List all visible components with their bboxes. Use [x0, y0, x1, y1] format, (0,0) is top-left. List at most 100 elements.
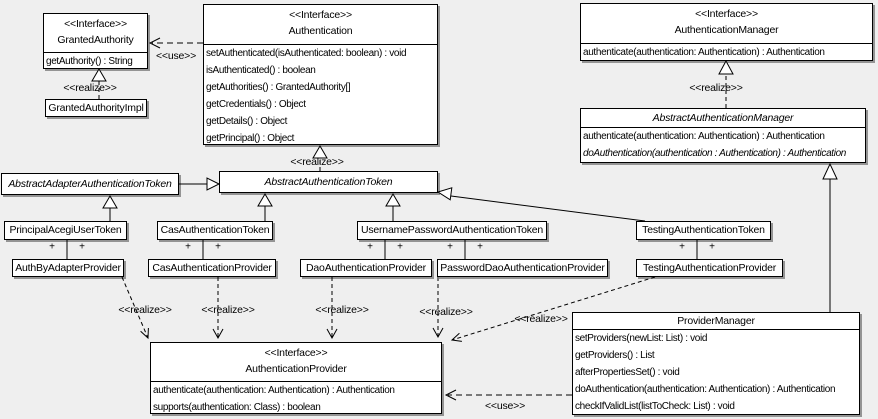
class-abstract-adapter-authentication-token: AbstractAdapterAuthenticationToken	[1, 173, 179, 195]
class-dao-authentication-provider: DaoAuthenticationProvider	[300, 259, 432, 277]
class-name: AbstractAdapterAuthenticationToken	[8, 178, 172, 190]
edge-generalization-testing-token-to-abstract-token	[436, 187, 646, 222]
realize-label: <<realize>>	[689, 82, 743, 94]
edge-realize-authbyadapter-to-authentication-provider	[121, 276, 149, 340]
method: getAuthorities() : GrantedAuthority[]	[206, 82, 351, 93]
class-authentication: <<Interface>> Authentication setAuthenti…	[203, 4, 438, 145]
methods-compartment: authenticate(authentication: Authenticat…	[151, 381, 441, 413]
association-plus: +	[709, 241, 715, 253]
method: authenticate(authentication: Authenticat…	[583, 47, 825, 58]
realize-label: <<realize>>	[419, 306, 473, 318]
use-label: <<use>>	[484, 400, 526, 412]
class-provider-manager: ProviderManager setProviders(newList: Li…	[572, 312, 860, 415]
realize-label: <<realize>>	[63, 82, 117, 94]
association-plus: +	[49, 241, 55, 253]
class-header: AbstractAuthenticationManager	[581, 109, 865, 124]
method: doAuthentication(authentication: Authent…	[575, 384, 836, 395]
class-granted-authority: <<Interface>> GrantedAuthority getAuthor…	[43, 13, 148, 69]
association-plus: +	[477, 241, 483, 253]
method: getCredentials() : Object	[206, 99, 306, 110]
edge-generalization-provider-manager-to-abstract-manager	[822, 162, 838, 312]
edge-realize-abstract-manager-to-authentication-manager	[718, 59, 734, 108]
stereotype-label: <<Interface>>	[64, 18, 127, 30]
methods-compartment: authenticate(authentication: Authenticat…	[581, 43, 872, 60]
class-granted-authority-impl: GrantedAuthorityImpl	[45, 99, 147, 117]
method-abstract: doAuthentication(authentication : Authen…	[583, 148, 847, 159]
class-name: GrantedAuthorityImpl	[48, 102, 144, 114]
association-plus: +	[679, 241, 685, 253]
method: setProviders(newList: List) : void	[575, 333, 708, 344]
realize-label: <<realize>>	[315, 304, 369, 316]
class-name: AuthByAdapterProvider	[15, 262, 121, 274]
method: authenticate(authentication: Authenticat…	[583, 131, 825, 142]
association-plus: +	[447, 241, 453, 253]
class-authentication-provider: <<Interface>> AuthenticationProvider aut…	[150, 342, 442, 414]
methods-compartment: authenticate(authentication: Authenticat…	[581, 127, 865, 162]
class-username-password-authentication-token: UsernamePasswordAuthenticationToken	[357, 221, 547, 240]
class-name: ProviderManager	[677, 315, 755, 327]
class-header: <<Interface>> AuthenticationProvider	[151, 343, 441, 375]
association-plus: +	[367, 241, 373, 253]
stereotype-label: <<Interface>>	[289, 9, 352, 21]
class-header: <<Interface>> AuthenticationManager	[581, 4, 872, 36]
method: getDetails() : Object	[206, 116, 288, 127]
class-name: AuthenticationProvider	[245, 363, 347, 375]
stereotype-label: <<Interface>>	[695, 8, 758, 20]
edge-realize-passworddao-provider-to-authentication-provider	[432, 277, 444, 339]
edge-generalization-usernamepassword-to-abstract-token	[385, 193, 401, 221]
use-label: <<use>>	[155, 50, 197, 62]
class-name: DaoAuthenticationProvider	[306, 262, 426, 274]
method: getAuthority() : String	[46, 56, 133, 67]
class-name: Authentication	[288, 25, 353, 37]
methods-compartment: setAuthenticated(isAuthenticated: boolea…	[204, 44, 437, 144]
methods-compartment: getAuthority() : String	[44, 52, 147, 68]
class-password-dao-authentication-provider: PasswordDaoAuthenticationProvider	[437, 259, 608, 277]
realize-label: <<realize>>	[201, 304, 255, 316]
class-name: PasswordDaoAuthenticationProvider	[440, 262, 605, 274]
method: afterPropertiesSet() : void	[575, 367, 680, 378]
class-authentication-manager: <<Interface>> AuthenticationManager auth…	[580, 3, 873, 61]
method: supports(authentication: Class) : boolea…	[153, 402, 321, 413]
association-plus: +	[397, 241, 403, 253]
realize-label: <<realize>>	[290, 156, 344, 168]
class-name: AbstractAuthenticationToken	[264, 176, 393, 188]
edge-use-provider-manager-to-authentication-provider	[444, 389, 572, 401]
method: checkIfValidList(listToCheck: List) : vo…	[575, 401, 735, 412]
edge-realize-abstract-token-to-authentication	[312, 145, 328, 171]
edge-realize-dao-provider-to-authentication-provider	[326, 277, 338, 340]
class-header: ProviderManager	[573, 313, 859, 327]
method: isAuthenticated() : boolean	[206, 65, 316, 76]
class-name: CasAuthenticationToken	[160, 224, 270, 236]
method: getPrincipal() : Object	[206, 133, 295, 144]
class-header: <<Interface>> GrantedAuthority	[44, 14, 147, 46]
class-principal-acegi-user-token: PrincipalAcegiUserToken	[4, 221, 127, 240]
class-abstract-authentication-token: AbstractAuthenticationToken	[219, 171, 438, 193]
stereotype-label: <<Interface>>	[264, 347, 328, 359]
association-plus: +	[215, 241, 221, 253]
edge-generalization-cas-token-to-abstract-token	[257, 193, 273, 221]
edge-use-authentication-to-granted-authority	[148, 37, 203, 49]
class-testing-authentication-provider: TestingAuthenticationProvider	[636, 259, 783, 277]
class-testing-authentication-token: TestingAuthenticationToken	[636, 221, 771, 240]
class-header: <<Interface>> Authentication	[204, 5, 437, 37]
edge-generalization-abstract-adapter-to-abstract-token	[179, 177, 221, 191]
class-name: UsernamePasswordAuthenticationToken	[360, 224, 544, 236]
class-cas-authentication-provider: CasAuthenticationProvider	[148, 259, 276, 277]
method: setAuthenticated(isAuthenticated: boolea…	[206, 48, 407, 59]
class-name: PrincipalAcegiUserToken	[9, 224, 122, 236]
edge-generalization-principal-to-abstract-adapter	[102, 195, 118, 221]
method: authenticate(authentication: Authenticat…	[153, 385, 395, 396]
edge-realize-granted-authority-impl	[91, 68, 107, 99]
class-cas-authentication-token: CasAuthenticationToken	[157, 221, 273, 240]
realize-label: <<realize>>	[514, 313, 568, 325]
methods-compartment: setProviders(newList: List) : void getPr…	[573, 329, 859, 414]
class-name: TestingAuthenticationProvider	[642, 262, 777, 274]
class-name: AbstractAuthenticationManager	[652, 112, 794, 124]
class-name: GrantedAuthority	[57, 34, 134, 46]
association-plus: +	[185, 241, 191, 253]
class-abstract-authentication-manager: AbstractAuthenticationManager authentica…	[580, 108, 866, 163]
class-name: AuthenticationManager	[674, 24, 779, 36]
class-auth-by-adapter-provider: AuthByAdapterProvider	[12, 259, 124, 277]
class-name: CasAuthenticationProvider	[152, 262, 272, 274]
